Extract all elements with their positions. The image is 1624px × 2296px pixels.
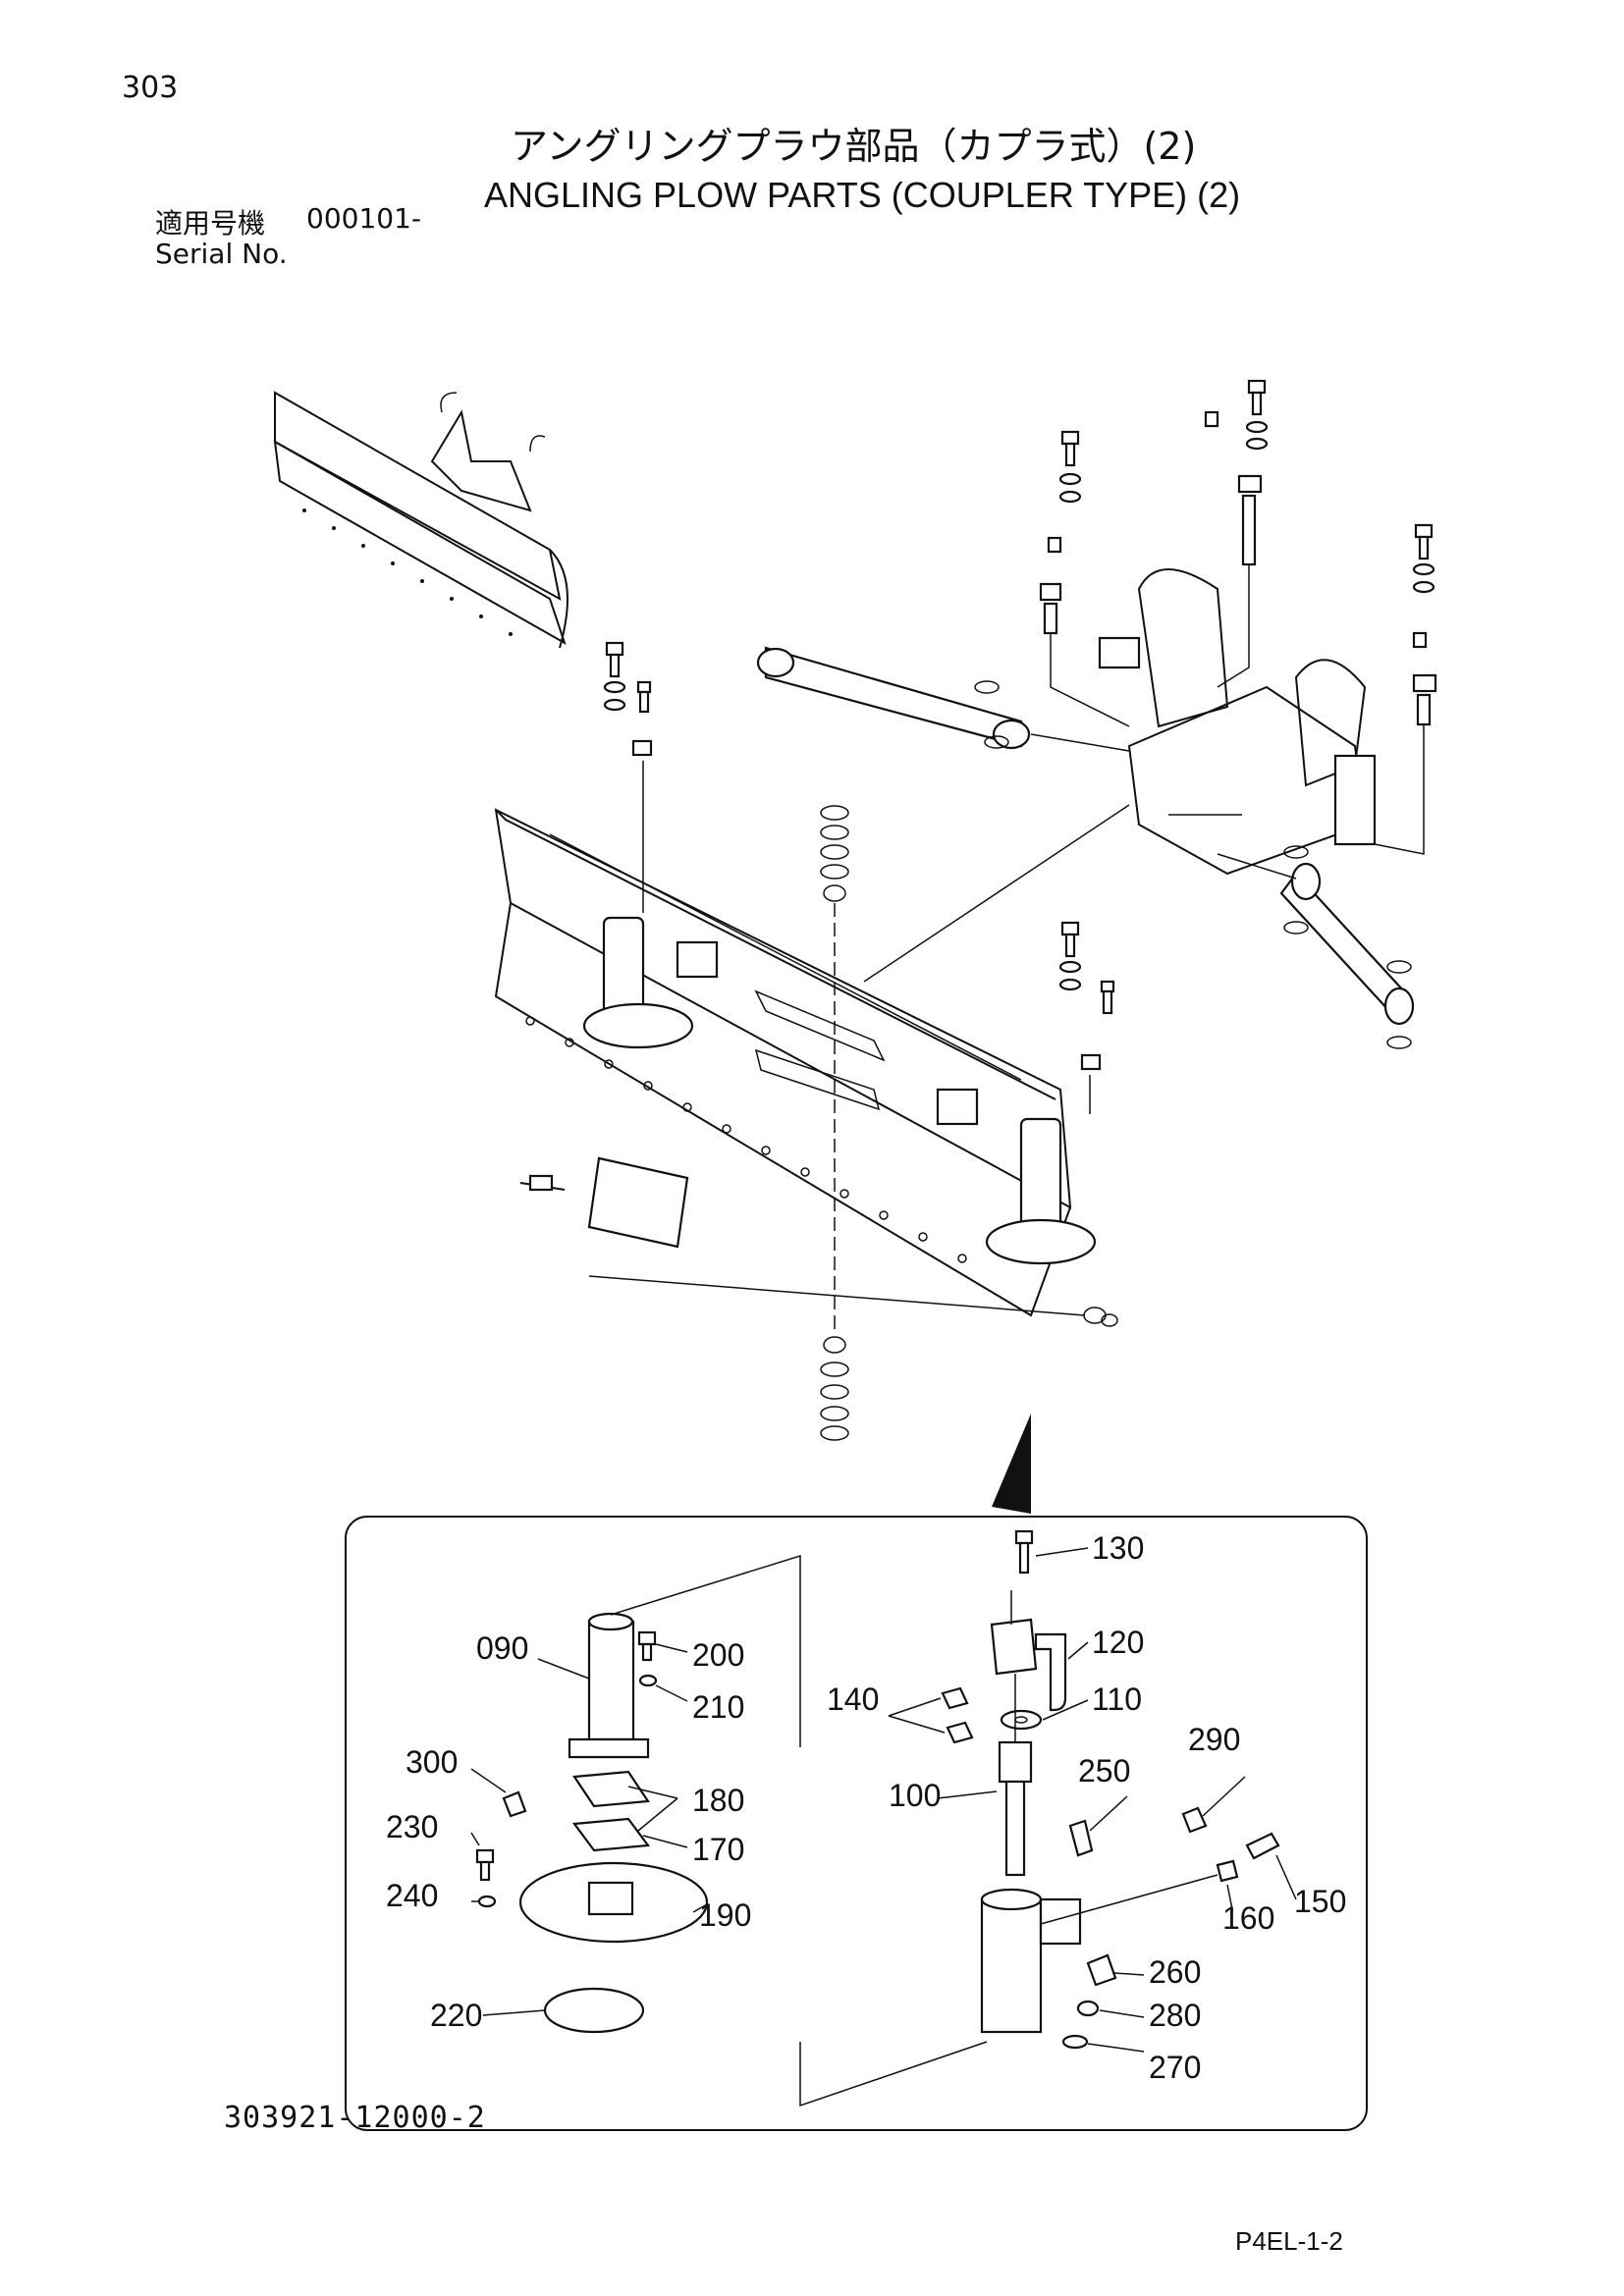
page-title-japanese: アングリングプラウ部品（カプラ式）(2) xyxy=(511,125,1197,168)
main-blade-drawing xyxy=(494,641,1118,1441)
callout-140: 140 xyxy=(827,1682,879,1717)
callout-290: 290 xyxy=(1188,1722,1240,1757)
page-title-english: ANGLING PLOW PARTS (COUPLER TYPE) (2) xyxy=(484,175,1241,215)
drawing-number: 303921-12000-2 xyxy=(224,2101,486,2135)
serial-label-english: Serial No. xyxy=(155,238,288,270)
page-code: P4EL-1-2 xyxy=(1235,2226,1343,2256)
callout-230: 230 xyxy=(386,1809,438,1844)
callout-220: 220 xyxy=(430,1998,482,2033)
callout-210: 210 xyxy=(692,1689,744,1725)
callout-150: 150 xyxy=(1294,1884,1346,1919)
detail-pointer-arrow xyxy=(992,1414,1031,1514)
callout-190: 190 xyxy=(699,1897,751,1933)
detail-left-assembly xyxy=(470,1554,988,2108)
callout-090: 090 xyxy=(476,1630,528,1666)
callout-300: 300 xyxy=(406,1744,458,1780)
callout-labels: 130 120 110 140 290 250 100 150 160 260 … xyxy=(386,1530,1346,2085)
callout-100: 100 xyxy=(889,1778,941,1813)
callout-110: 110 xyxy=(1092,1682,1142,1717)
callout-240: 240 xyxy=(386,1878,438,1913)
detail-right-assembly xyxy=(888,1529,1297,2053)
serial-number-value: 000101- xyxy=(306,202,421,235)
callout-250: 250 xyxy=(1078,1753,1130,1789)
overview-blade-drawing xyxy=(273,391,568,649)
callout-180: 180 xyxy=(692,1783,744,1818)
callout-170: 170 xyxy=(692,1832,744,1867)
callout-160: 160 xyxy=(1222,1900,1274,1936)
detail-view-frame xyxy=(345,1516,1368,2131)
coupler-frame-drawing xyxy=(756,379,1437,1049)
callout-280: 280 xyxy=(1149,1998,1201,2033)
callout-200: 200 xyxy=(692,1637,744,1673)
callout-260: 260 xyxy=(1149,1954,1201,1990)
callout-120: 120 xyxy=(1092,1625,1144,1660)
callout-130: 130 xyxy=(1092,1530,1144,1566)
page-number: 303 xyxy=(122,71,179,105)
serial-label-japanese: 適用号機 xyxy=(155,207,266,240)
callout-270: 270 xyxy=(1149,2050,1201,2085)
